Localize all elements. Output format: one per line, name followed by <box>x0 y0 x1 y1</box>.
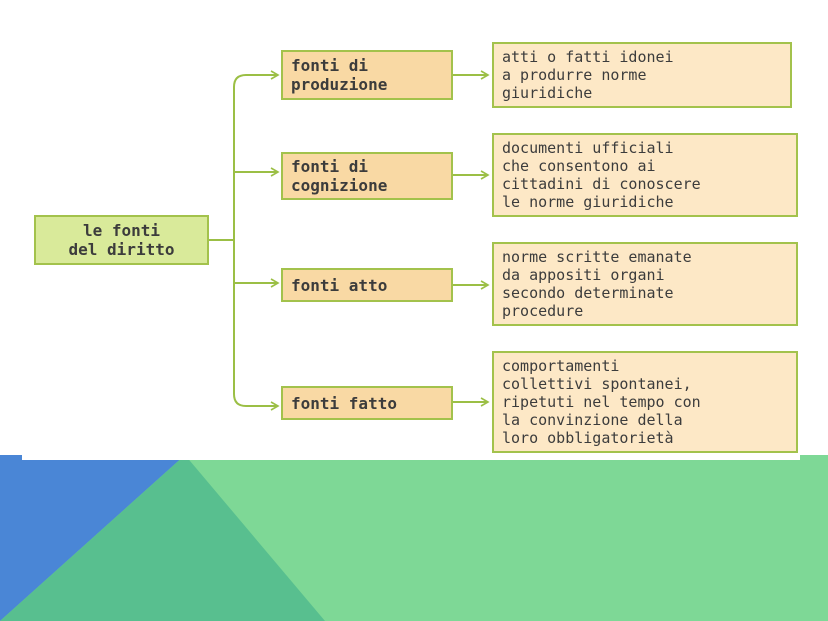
root-label: le fonti del diritto <box>68 221 175 259</box>
branch-label-cognizione: fonti di cognizione <box>291 157 388 195</box>
branch-label-fatto: fonti fatto <box>291 393 397 413</box>
description-box-fatto: comportamenti collettivi spontanei, ripe… <box>492 351 798 453</box>
description-box-cognizione: documenti ufficiali che consentono ai ci… <box>492 133 798 217</box>
description-text-atto: norme scritte emanate da appositi organi… <box>502 248 692 320</box>
root-node: le fonti del diritto <box>34 215 209 265</box>
branch-label-atto: fonti atto <box>291 275 388 295</box>
trunk-line <box>233 74 247 407</box>
background-teal-triangle <box>0 455 325 621</box>
description-text-cognizione: documenti ufficiali che consentono ai ci… <box>502 139 701 211</box>
branch-node-cognizione: fonti di cognizione <box>281 152 453 200</box>
branch-node-atto: fonti atto <box>281 268 453 302</box>
description-box-produzione: atti o fatti idonei a produrre norme giu… <box>492 42 792 108</box>
branch-node-fatto: fonti fatto <box>281 386 453 420</box>
description-box-atto: norme scritte emanate da appositi organi… <box>492 242 798 326</box>
branch-label-produzione: fonti di produzione <box>291 56 388 94</box>
description-text-fatto: comportamenti collettivi spontanei, ripe… <box>502 357 701 447</box>
branch-node-produzione: fonti di produzione <box>281 50 453 100</box>
description-text-produzione: atti o fatti idonei a produrre norme giu… <box>502 48 674 102</box>
